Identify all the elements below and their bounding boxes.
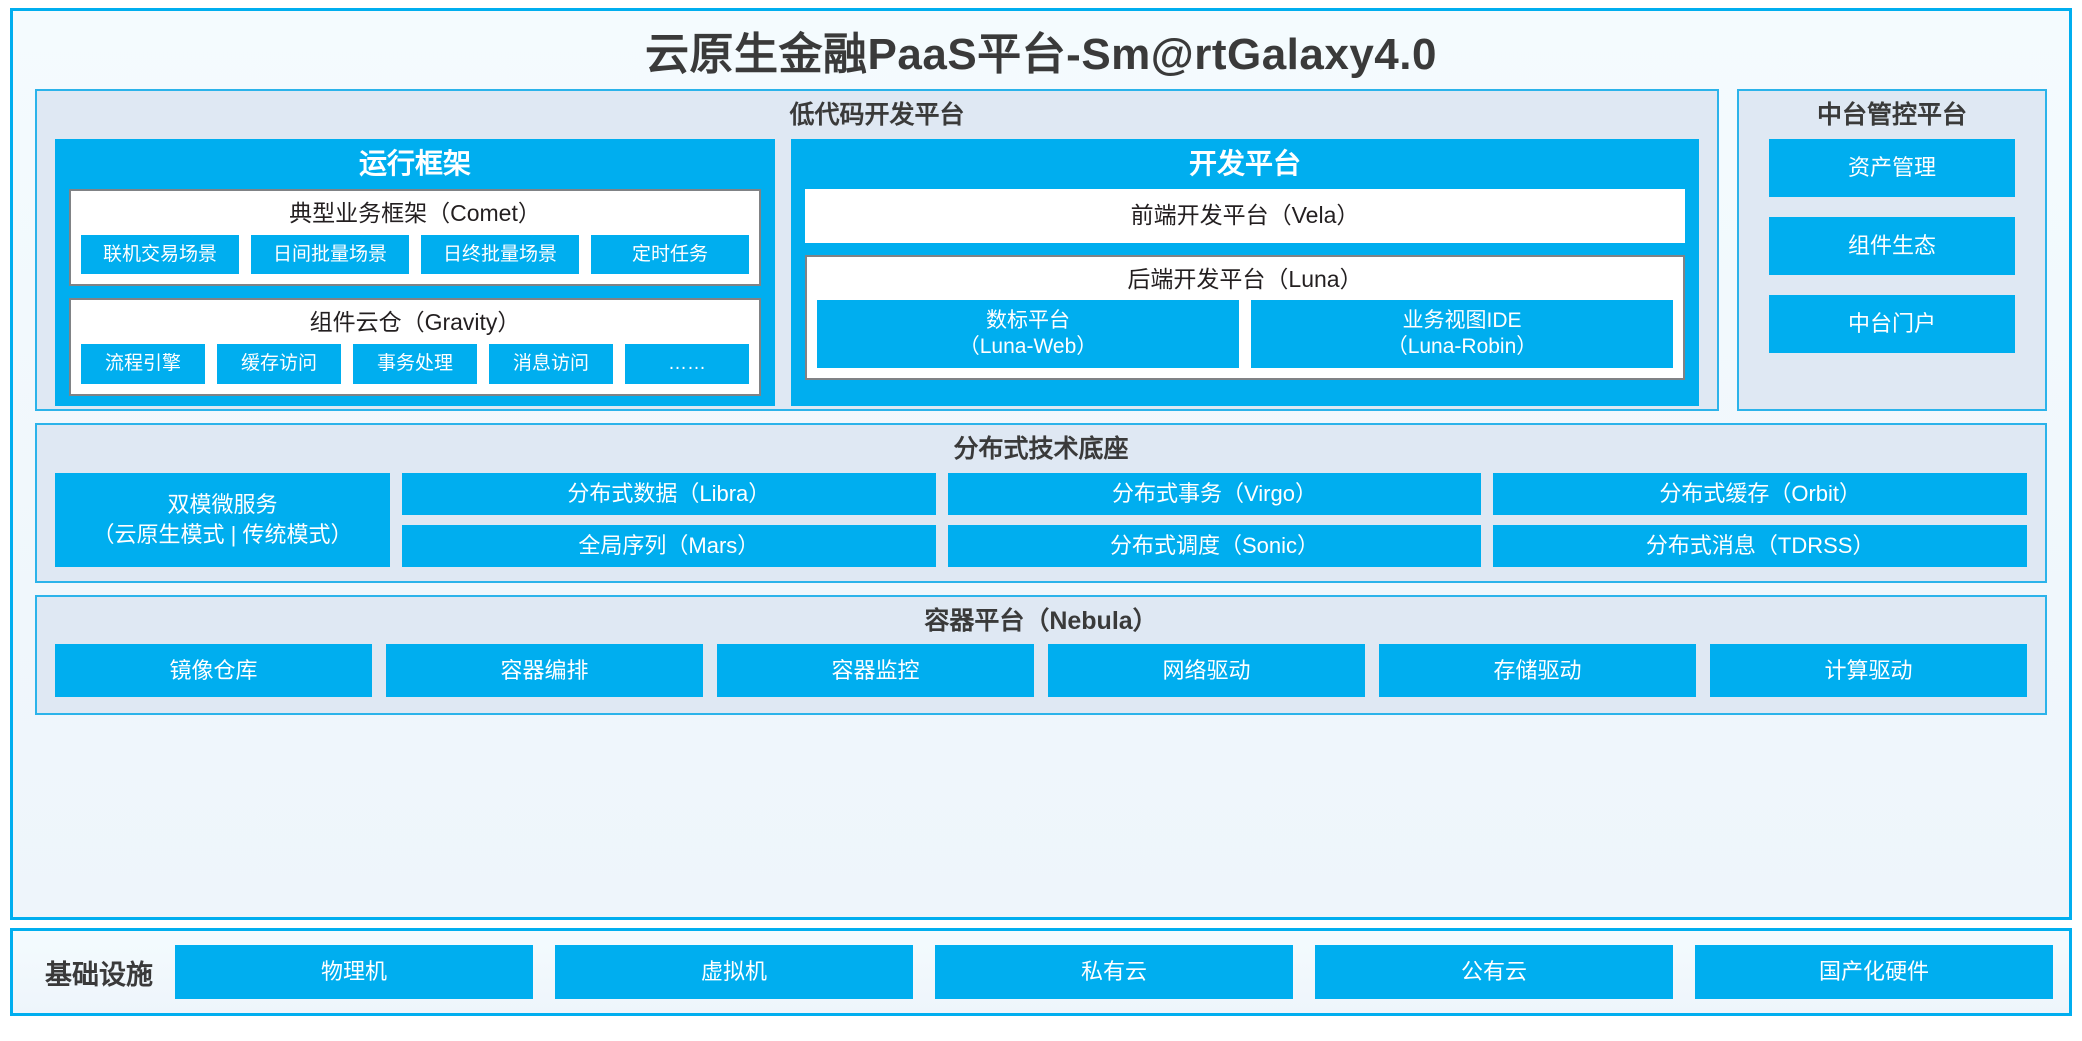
infrastructure-item-public-cloud[interactable]: 公有云 (1315, 944, 1673, 1000)
gravity-item-transaction-processing[interactable]: 事务处理 (353, 343, 477, 384)
lowcode-platform-content: 运行框架 典型业务框架（Comet） 联机交易场景 日间批量场景 日终批量场景 … (37, 138, 1717, 422)
page-title: 云原生金融PaaS平台-Sm@rtGalaxy4.0 (645, 30, 1437, 79)
tech-column-1: 分布式数据（Libra） 全局序列（Mars） (402, 472, 936, 567)
gravity-card: 组件云仓（Gravity） 流程引擎 缓存访问 事务处理 消息访问 …… (69, 298, 761, 396)
container-platform-panel: 容器平台（Nebula） 镜像仓库 容器编排 容器监控 网络驱动 存储驱动 计算… (35, 594, 2047, 715)
container-platform-row: 镜像仓库 容器编排 容器监控 网络驱动 存储驱动 计算驱动 (37, 644, 2045, 713)
dual-mode-microservice-line2: （云原生模式 | 传统模式） (92, 521, 353, 547)
infrastructure-label: 基础设施 (45, 959, 153, 990)
development-platform-title: 开发平台 (1188, 147, 1301, 179)
runtime-framework-title: 运行框架 (358, 147, 471, 179)
comet-card: 典型业务框架（Comet） 联机交易场景 日间批量场景 日终批量场景 定时任务 (69, 189, 761, 287)
distributed-tech-base-title: 分布式技术底座 (953, 435, 1129, 463)
midoffice-item-asset-management[interactable]: 资产管理 (1769, 138, 2015, 197)
tech-column-3: 分布式缓存（Orbit） 分布式消息（TDRSS） (1493, 472, 2028, 567)
infrastructure-frame: 基础设施 物理机 虚拟机 私有云 公有云 国产化硬件 (10, 928, 2072, 1016)
infrastructure-item-virtual-machine[interactable]: 虚拟机 (555, 944, 913, 1000)
midoffice-item-midoffice-portal[interactable]: 中台门户 (1769, 294, 2015, 354)
infrastructure-items: 物理机 虚拟机 私有云 公有云 国产化硬件 (175, 944, 2053, 1000)
tech-item-distributed-transaction-virgo[interactable]: 分布式事务（Virgo） (947, 472, 1482, 515)
container-item-compute-driver[interactable]: 计算驱动 (1710, 644, 2027, 697)
comet-item-online-transaction[interactable]: 联机交易场景 (81, 234, 239, 275)
diagram-body: 低代码开发平台 运行框架 典型业务框架（Comet） 联机交易场景 日间批量场景… (13, 89, 2069, 917)
tech-item-distributed-cache-orbit[interactable]: 分布式缓存（Orbit） (1493, 472, 2028, 515)
platform-frame: 云原生金融PaaS平台-Sm@rtGalaxy4.0 低代码开发平台 运行框架 … (10, 8, 2072, 920)
tech-item-global-sequence-mars[interactable]: 全局序列（Mars） (402, 524, 936, 567)
comet-item-eod-batch[interactable]: 日终批量场景 (421, 234, 579, 275)
container-item-storage-driver[interactable]: 存储驱动 (1379, 644, 1696, 697)
gravity-chip-row: 流程引擎 缓存访问 事务处理 消息访问 …… (81, 343, 749, 384)
distributed-tech-base-panel: 分布式技术底座 双模微服务 （云原生模式 | 传统模式） 分布式数据（Libra… (35, 423, 2047, 583)
midoffice-control-panel: 中台管控平台 资产管理 组件生态 中台门户 (1737, 89, 2047, 411)
luna-chip-row: 数标平台 （Luna-Web） 业务视图IDE （Luna-Robin） (817, 299, 1673, 369)
dual-mode-microservice-line1: 双模微服务 (167, 492, 278, 517)
infrastructure-item-physical-machine[interactable]: 物理机 (175, 944, 533, 1000)
lowcode-platform-panel: 低代码开发平台 运行框架 典型业务框架（Comet） 联机交易场景 日间批量场景… (35, 89, 1719, 411)
container-item-network-driver[interactable]: 网络驱动 (1048, 644, 1365, 697)
gravity-item-process-engine[interactable]: 流程引擎 (81, 343, 205, 384)
tech-column-2: 分布式事务（Virgo） 分布式调度（Sonic） (947, 472, 1482, 567)
luna-web-code: （Luna-Web） (958, 335, 1098, 359)
luna-web-name: 数标平台 (986, 308, 1070, 332)
runtime-framework-block: 运行框架 典型业务框架（Comet） 联机交易场景 日间批量场景 日终批量场景 … (55, 138, 775, 406)
comet-chip-row: 联机交易场景 日间批量场景 日终批量场景 定时任务 (81, 234, 749, 275)
tech-item-dual-mode-microservice[interactable]: 双模微服务 （云原生模式 | 传统模式） (55, 472, 390, 567)
page-title-bar: 云原生金融PaaS平台-Sm@rtGalaxy4.0 (13, 11, 2069, 89)
tech-item-distributed-message-tdrss[interactable]: 分布式消息（TDRSS） (1493, 524, 2028, 567)
backend-platform-luna-title: 后端开发平台（Luna） (1127, 265, 1363, 292)
gravity-item-more[interactable]: …… (625, 343, 749, 384)
container-platform-title: 容器平台（Nebula） (924, 606, 1158, 635)
tech-item-distributed-data-libra[interactable]: 分布式数据（Libra） (402, 472, 936, 515)
distributed-tech-base-grid: 双模微服务 （云原生模式 | 传统模式） 分布式数据（Libra） 全局序列（M… (37, 472, 2045, 581)
luna-robin-name: 业务视图IDE (1402, 308, 1522, 332)
midoffice-item-list: 资产管理 组件生态 中台门户 (1739, 138, 2045, 410)
development-platform-block: 开发平台 前端开发平台（Vela） 后端开发平台（Luna） 数标平台 （Lun… (791, 138, 1699, 406)
infrastructure-item-domestic-hardware[interactable]: 国产化硬件 (1695, 944, 2053, 1000)
comet-item-intraday-batch[interactable]: 日间批量场景 (251, 234, 409, 275)
tech-item-distributed-scheduling-sonic[interactable]: 分布式调度（Sonic） (947, 524, 1482, 567)
backend-platform-luna-card: 后端开发平台（Luna） 数标平台 （Luna-Web） 业务视图IDE （Lu… (805, 254, 1685, 381)
gravity-title: 组件云仓（Gravity） (309, 309, 521, 336)
midoffice-item-component-ecosystem[interactable]: 组件生态 (1769, 216, 2015, 275)
comet-item-scheduled-task[interactable]: 定时任务 (591, 234, 749, 275)
container-item-orchestration[interactable]: 容器编排 (386, 644, 703, 697)
luna-item-luna-web[interactable]: 数标平台 （Luna-Web） (817, 299, 1239, 369)
infrastructure-item-private-cloud[interactable]: 私有云 (935, 944, 1293, 1000)
lowcode-platform-title: 低代码开发平台 (789, 101, 965, 129)
frontend-platform-vela[interactable]: 前端开发平台（Vela） (805, 189, 1685, 243)
midoffice-control-title: 中台管控平台 (1816, 101, 1967, 129)
luna-item-luna-robin[interactable]: 业务视图IDE （Luna-Robin） (1251, 299, 1673, 369)
comet-title: 典型业务框架（Comet） (289, 200, 541, 227)
gravity-item-cache-access[interactable]: 缓存访问 (217, 343, 341, 384)
luna-robin-code: （Luna-Robin） (1386, 335, 1538, 359)
container-item-monitoring[interactable]: 容器监控 (717, 644, 1034, 697)
top-row: 低代码开发平台 运行框架 典型业务框架（Comet） 联机交易场景 日间批量场景… (35, 89, 2047, 411)
gravity-item-message-access[interactable]: 消息访问 (489, 343, 613, 384)
container-item-image-registry[interactable]: 镜像仓库 (55, 644, 372, 697)
